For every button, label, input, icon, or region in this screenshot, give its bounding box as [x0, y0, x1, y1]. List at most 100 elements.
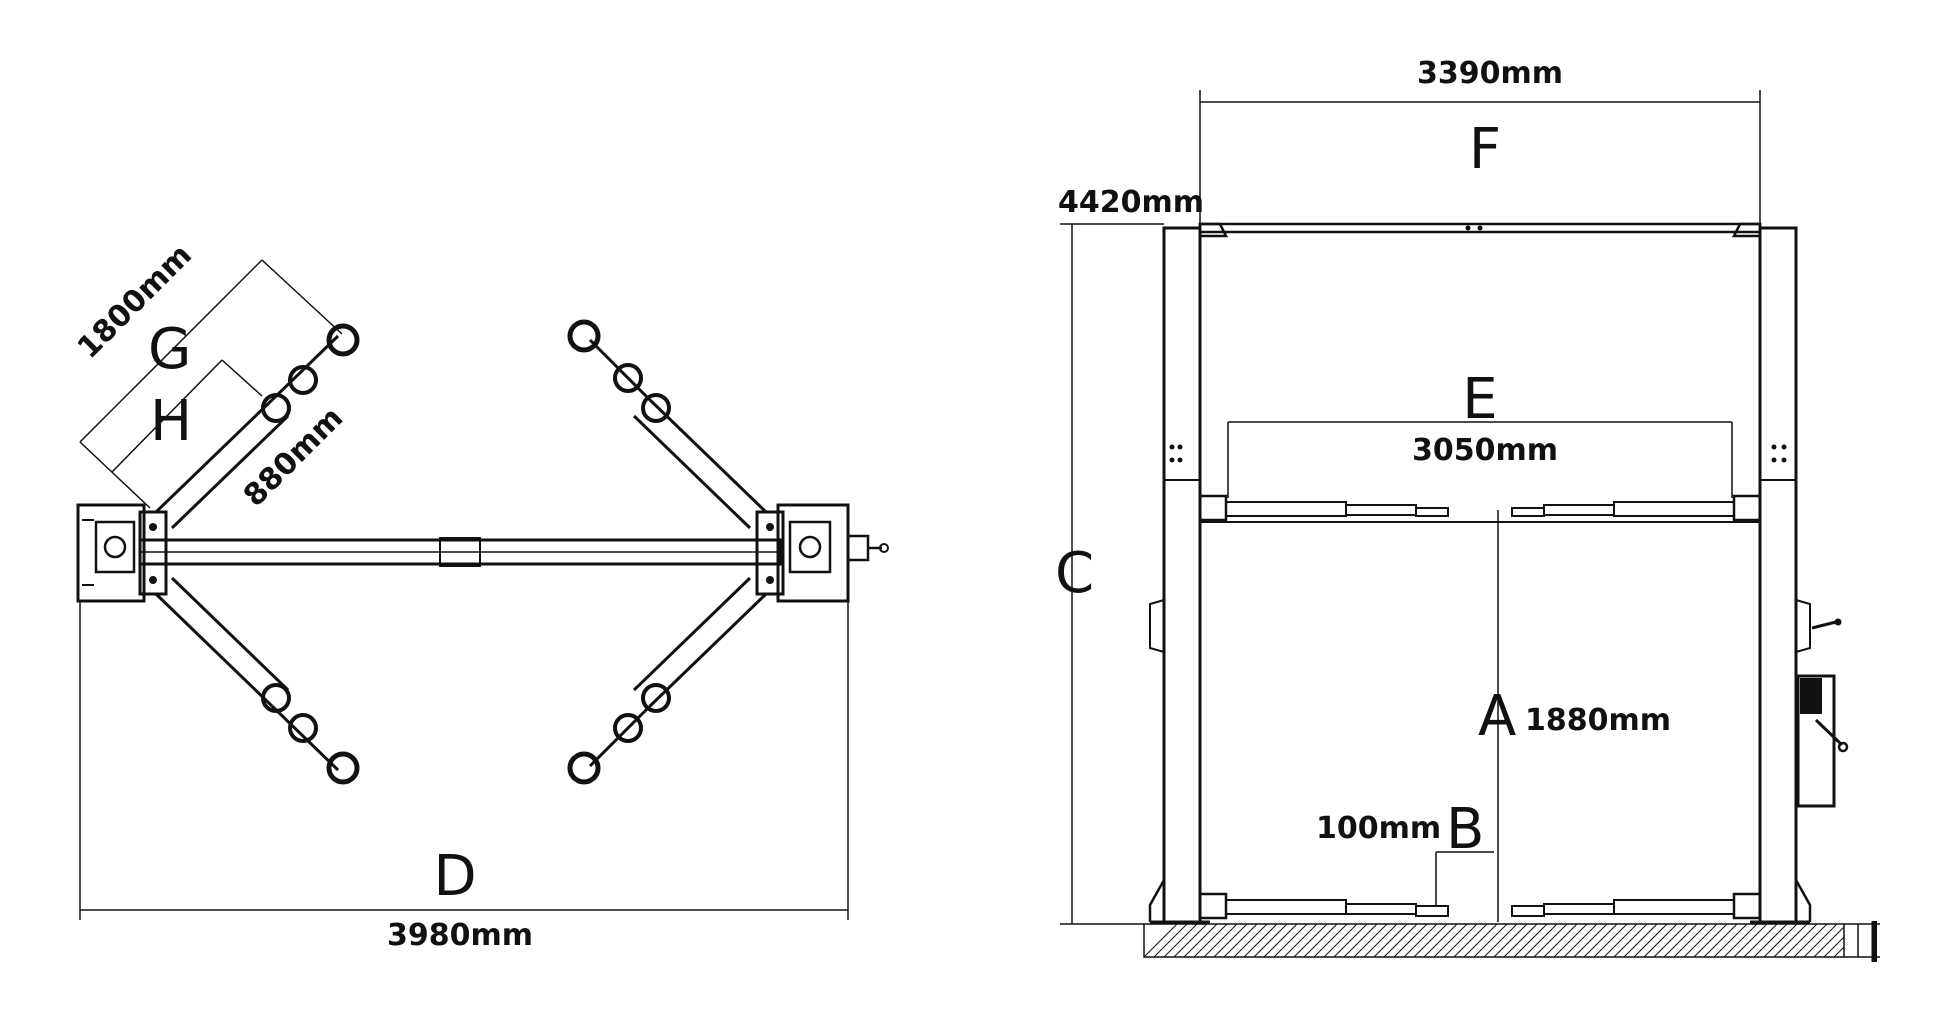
- ground-hatch-line: [1313, 923, 1348, 958]
- ground-hatch-line: [1633, 923, 1668, 958]
- ground-hatch-line: [1163, 923, 1198, 958]
- ground-hatch-line: [1273, 923, 1308, 958]
- dimension-e: E 3050mm: [1227, 367, 1733, 498]
- dimension-g-letter: G: [148, 317, 191, 382]
- dimension-a-letter: A: [1478, 684, 1516, 749]
- ground-hatch-line: [1533, 923, 1568, 958]
- ground-hatch-line: [1413, 923, 1448, 958]
- dimension-c-letter: C: [1055, 541, 1094, 606]
- dimension-d: D 3980mm: [79, 600, 849, 953]
- ground-hatch-line: [1253, 923, 1288, 958]
- ground-hatch-line: [1603, 923, 1638, 958]
- ground-hatch-line: [1343, 923, 1378, 958]
- dimension-b: B 100mm: [1316, 797, 1494, 905]
- dimension-f-letter: F: [1469, 117, 1501, 182]
- dimension-c-value: 4420mm: [1058, 185, 1204, 220]
- ground-hatch-line: [1523, 923, 1558, 958]
- ground-hatch-line: [1383, 923, 1418, 958]
- ground-hatch-line: [1793, 923, 1828, 958]
- dimension-b-value: 100mm: [1316, 811, 1441, 846]
- top-view-right-post: [755, 503, 889, 603]
- ground-hatch-line: [1323, 923, 1358, 958]
- ground-hatch-line: [1723, 923, 1758, 958]
- ground-hatch-line: [1223, 923, 1258, 958]
- ground-hatch-line: [1613, 923, 1648, 958]
- top-view: D 3980mm 1800mm G H 880mm: [71, 238, 889, 953]
- ground-hatch-line: [1753, 923, 1788, 958]
- ground-hatch-line: [1833, 946, 1845, 958]
- ground-hatch-line: [1453, 923, 1488, 958]
- ground-hatch-line: [1353, 923, 1388, 958]
- ground-hatch-line: [1203, 923, 1238, 958]
- top-view-arm-lower-left: [154, 576, 360, 785]
- dimension-e-letter: E: [1462, 367, 1497, 432]
- ground-hatch-line: [1553, 923, 1588, 958]
- ground-hatch-line: [1743, 923, 1778, 958]
- ground-hatch-line: [1243, 923, 1278, 958]
- ground-hatch-line: [1773, 923, 1808, 958]
- ground-hatch-line: [1813, 926, 1845, 958]
- ground-hatch-line: [1733, 923, 1768, 958]
- top-view-arm-upper-left: [154, 323, 360, 530]
- ground-hatch-line: [1593, 923, 1628, 958]
- ground-hatch-line: [1713, 923, 1748, 958]
- front-view-lowered-arms: [1198, 892, 1762, 920]
- ground-hatch-line: [1193, 923, 1228, 958]
- ground-hatch-line: [1483, 923, 1518, 958]
- ground-hatch-line: [1143, 923, 1178, 958]
- dimension-f: 3390mm F: [1199, 56, 1761, 228]
- ground-hatch-line: [1393, 923, 1428, 958]
- dimension-f-value: 3390mm: [1417, 56, 1563, 91]
- ground-hatch-line: [1643, 923, 1678, 958]
- top-view-arm-upper-right: [567, 319, 768, 530]
- dimension-b-letter: B: [1446, 797, 1484, 862]
- dimension-d-letter: D: [433, 844, 476, 909]
- ground-hatch-line: [1803, 923, 1838, 958]
- ground-hatch-line: [1333, 923, 1368, 958]
- top-view-crossbeam: [138, 537, 782, 567]
- ground-hatch-line: [1373, 923, 1408, 958]
- dimension-h-letter: H: [150, 389, 192, 454]
- ground-hatch-line: [1763, 923, 1798, 958]
- ground-hatch-line: [1693, 923, 1728, 958]
- ground-hatch-line: [1403, 923, 1438, 958]
- ground-hatch-line: [1543, 923, 1578, 958]
- ground-hatch-line: [1653, 923, 1688, 958]
- ground-hatch-line: [1183, 923, 1218, 958]
- ground-hatch-line: [1563, 923, 1598, 958]
- ground-hatch-line: [1433, 923, 1468, 958]
- front-view-ground: [1143, 923, 1845, 958]
- dimension-i: I: [1844, 911, 1883, 976]
- ground-hatch-line: [1153, 923, 1188, 958]
- ground-hatch-line: [1173, 923, 1208, 958]
- ground-hatch-line: [1573, 923, 1608, 958]
- ground-hatch-line: [1663, 923, 1698, 958]
- dimension-a-value: 1880mm: [1525, 703, 1671, 738]
- ground-hatch-line: [1503, 923, 1538, 958]
- ground-hatch-line: [1283, 923, 1318, 958]
- front-view-raised-arms: [1198, 494, 1762, 523]
- ground-hatch-line: [1493, 923, 1528, 958]
- front-view-right-column: [1750, 226, 1849, 924]
- dimension-e-value: 3050mm: [1412, 433, 1558, 468]
- ground-hatch-line: [1783, 923, 1818, 958]
- ground-hatch-line: [1363, 923, 1398, 958]
- ground-hatch-line: [1583, 923, 1618, 958]
- front-view: 3390mm F 4420mm C E 3050mm A 1880mm: [1055, 56, 1883, 976]
- ground-hatch-line: [1213, 923, 1248, 958]
- ground-hatch-line: [1623, 923, 1658, 958]
- front-view-left-column: [1148, 226, 1210, 924]
- dimension-i-letter: I: [1866, 911, 1883, 976]
- dimension-c: 4420mm C: [1055, 185, 1204, 925]
- front-view-top-beam: [1198, 222, 1762, 238]
- dimension-d-value: 3980mm: [387, 918, 533, 953]
- dimension-a: A 1880mm: [1478, 510, 1671, 922]
- ground-hatch-line: [1233, 923, 1268, 958]
- ground-hatch-line: [1473, 923, 1508, 958]
- top-view-left-post: [76, 503, 168, 603]
- ground-hatch-line: [1513, 923, 1548, 958]
- top-view-arm-lower-right: [567, 576, 768, 785]
- ground-hatch-line: [1823, 936, 1845, 958]
- ground-hatch-line: [1673, 923, 1708, 958]
